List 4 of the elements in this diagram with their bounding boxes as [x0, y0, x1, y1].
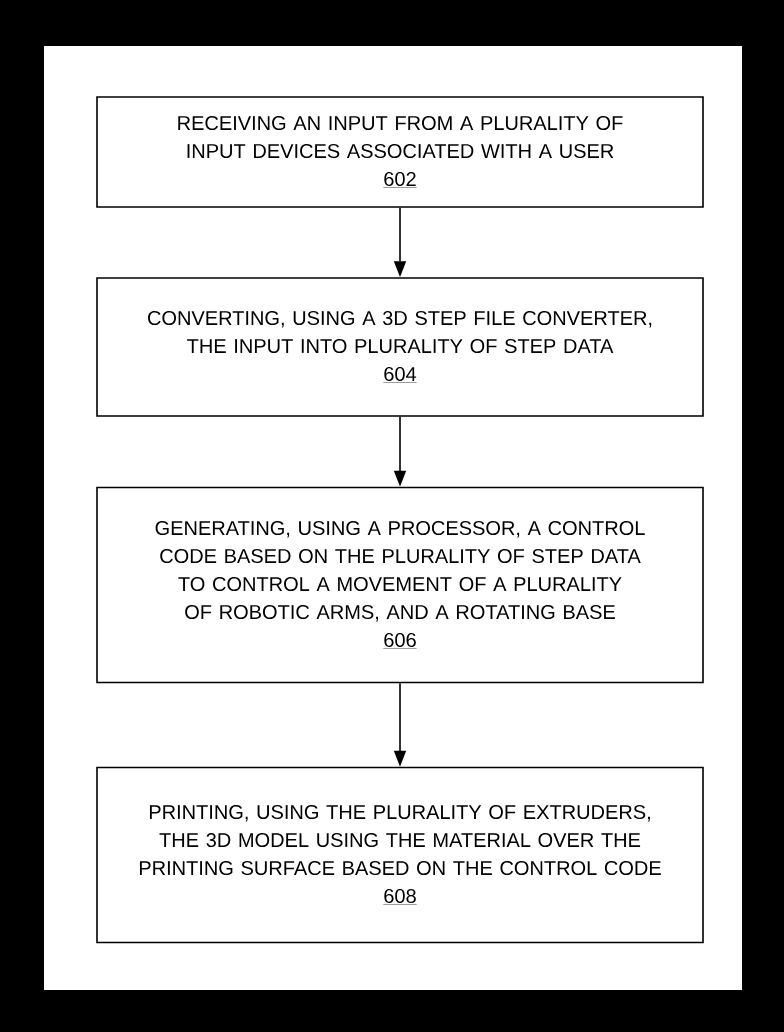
- process-box: RECEIVING AN INPUT FROM A PLURALITY OF INPUT DEVICES ASSOCIATED WITH A USER 602: [96, 96, 704, 208]
- process-box: CONVERTING, USING A 3D STEP FILE CONVERTER, THE INPUT INTO PLURALITY OF STEP DATA 604: [96, 277, 704, 417]
- process-box: GENERATING, USING A PROCESSOR, A CONTROL CODE BASED ON THE PLURALITY OF STEP DATA TO CONTROL A MOVEMENT OF A PLURALITY OF ROBOTIC ARMS, AND A ROTATING BASE 606: [96, 486, 704, 684]
- process-box: PRINTING, USING THE PLURALITY OF EXTRUDERS, THE 3D MODEL USING THE MATERIAL OVER THE PRINTING SURFACE BASED ON THE CONTROL CODE 608: [96, 766, 704, 944]
